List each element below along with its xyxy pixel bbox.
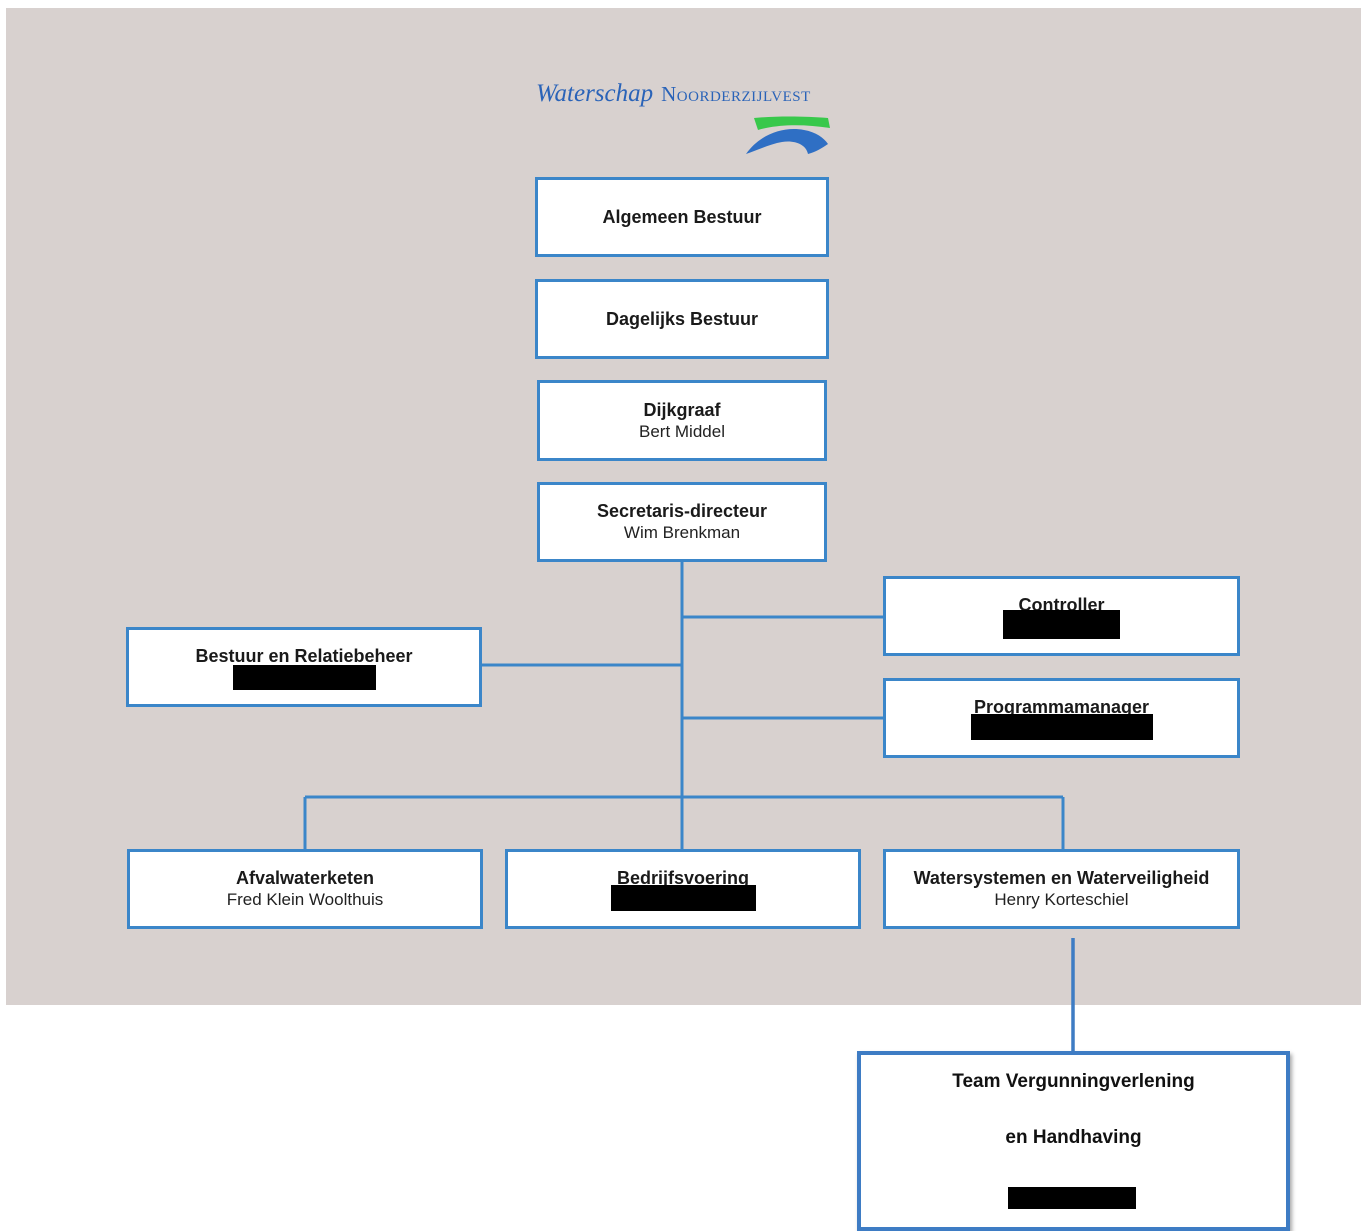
box-person-name: Bert Middel: [639, 421, 725, 441]
box-dijkgraaf: Dijkgraaf Bert Middel: [537, 380, 827, 461]
box-person-name: Wim Brenkman: [623, 523, 741, 542]
box-title: Watersystemen en Waterveiligheid: [913, 868, 1210, 888]
box-title: Programmamanager: [973, 697, 1150, 717]
redacted-name: [970, 714, 1153, 740]
redacted-name: [1003, 609, 1120, 639]
logo-text-waterschap: Waterschap: [536, 80, 654, 107]
box-bedrijfsvoering: Bedrijfsvoering: [505, 849, 861, 929]
box-title: Algemeen Bestuur: [602, 207, 762, 227]
box-dagelijks-bestuur: Dagelijks Bestuur: [535, 279, 829, 359]
redacted-name: [232, 664, 376, 690]
box-team-vergunningverlening: Team Vergunningverlening en Handhaving: [857, 1051, 1290, 1231]
box-title: Dijkgraaf: [643, 399, 721, 420]
team-title-line1: Team Vergunningverlening: [952, 1071, 1195, 1092]
box-bestuur-relatiebeheer: Bestuur en Relatiebeheer: [126, 627, 482, 707]
redacted-name: [610, 885, 756, 911]
box-afvalwaterketen: Afvalwaterketen Fred Klein Woolthuis: [127, 849, 483, 929]
logo-wave-icon: [746, 116, 830, 154]
box-title: Dagelijks Bestuur: [605, 309, 759, 329]
box-title: Secretaris-directeur: [596, 501, 768, 521]
box-controller: Controller: [883, 576, 1240, 656]
box-person-name: Fred Klein Woolthuis: [226, 890, 384, 909]
logo-wordmark: Waterschap Noorderzijlvest: [536, 80, 811, 108]
team-title-line2: en Handhaving: [1005, 1127, 1142, 1148]
box-title: Afvalwaterketen: [235, 868, 375, 888]
box-title: Bedrijfsvoering: [616, 868, 750, 888]
box-title: Bestuur en Relatiebeheer: [195, 645, 413, 666]
redacted-name: [1008, 1187, 1136, 1209]
box-watersystemen: Watersystemen en Waterveiligheid Henry K…: [883, 849, 1240, 929]
box-secretaris-directeur: Secretaris-directeur Wim Brenkman: [537, 482, 827, 562]
box-programmamanager: Programmamanager: [883, 678, 1240, 758]
box-person-name: Henry Korteschiel: [994, 890, 1129, 909]
box-algemeen-bestuur: Algemeen Bestuur: [535, 177, 829, 257]
logo-text-noorderzijlvest: Noorderzijlvest: [661, 82, 811, 106]
